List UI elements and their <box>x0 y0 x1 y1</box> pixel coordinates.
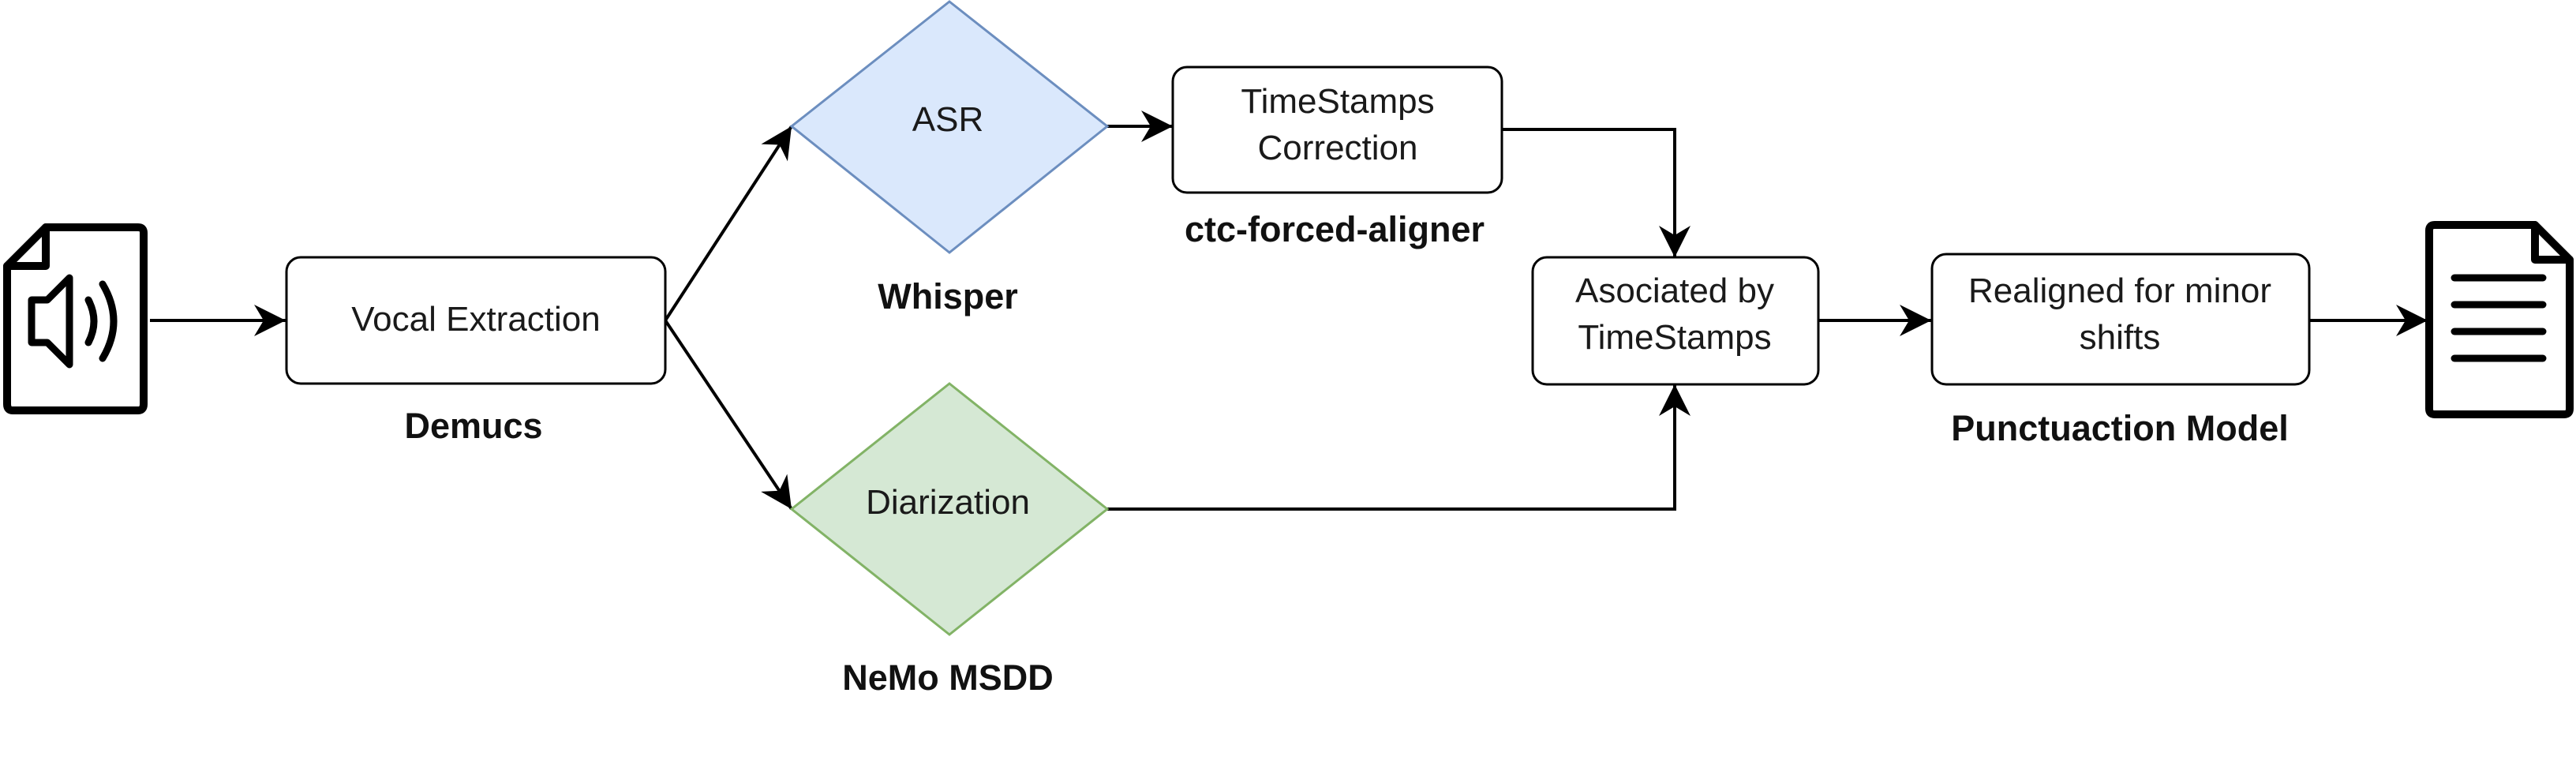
asr-diamond <box>789 0 1110 254</box>
edge-vocal-to-asr <box>664 125 793 322</box>
realigned-box <box>1930 253 2311 386</box>
timestamps-correction-label-line1: TimeStamps <box>1241 82 1434 121</box>
punctuaction-model-caption: Punctuaction Model <box>1951 408 2289 448</box>
realigned-label-line2: shifts <box>2080 318 2161 357</box>
associated-label-line2: TimeStamps <box>1578 318 1771 357</box>
node-timestamps-correction: TimeStamps Correction <box>1171 66 1503 194</box>
associated-box <box>1531 256 1820 386</box>
associated-label-line1: Asociated by <box>1575 272 1774 310</box>
node-realigned: Realigned for minor shifts <box>1930 253 2311 386</box>
vocal-extraction-box <box>285 256 667 385</box>
edge-diarization-to-associated <box>1107 384 1690 511</box>
nemo-msdd-caption: NeMo MSDD <box>842 657 1054 698</box>
edges <box>150 110 2428 511</box>
diarization-diamond <box>789 382 1110 636</box>
text-document-icon <box>2425 221 2574 418</box>
node-diarization: Diarization <box>789 382 1110 636</box>
demucs-caption: Demucs <box>404 406 542 446</box>
timestamps-correction-box <box>1171 66 1503 194</box>
realigned-label-line1: Realigned for minor <box>1968 272 2271 310</box>
audio-file-icon <box>3 223 148 414</box>
asr-label: ASR <box>912 100 983 139</box>
node-vocal-extraction: Vocal Extraction <box>285 256 667 385</box>
edge-timestamps-to-associated <box>1502 128 1690 257</box>
diarization-label: Diarization <box>866 483 1030 522</box>
edge-vocal-to-diarization <box>664 319 793 511</box>
vocal-extraction-label: Vocal Extraction <box>351 300 601 339</box>
timestamps-correction-label-line2: Correction <box>1258 129 1418 167</box>
ctc-forced-aligner-caption: ctc-forced-aligner <box>1185 209 1485 249</box>
whisper-caption: Whisper <box>878 276 1018 316</box>
node-asr: ASR <box>789 0 1110 254</box>
node-associated-by-timestamps: Asociated by TimeStamps <box>1531 256 1820 386</box>
